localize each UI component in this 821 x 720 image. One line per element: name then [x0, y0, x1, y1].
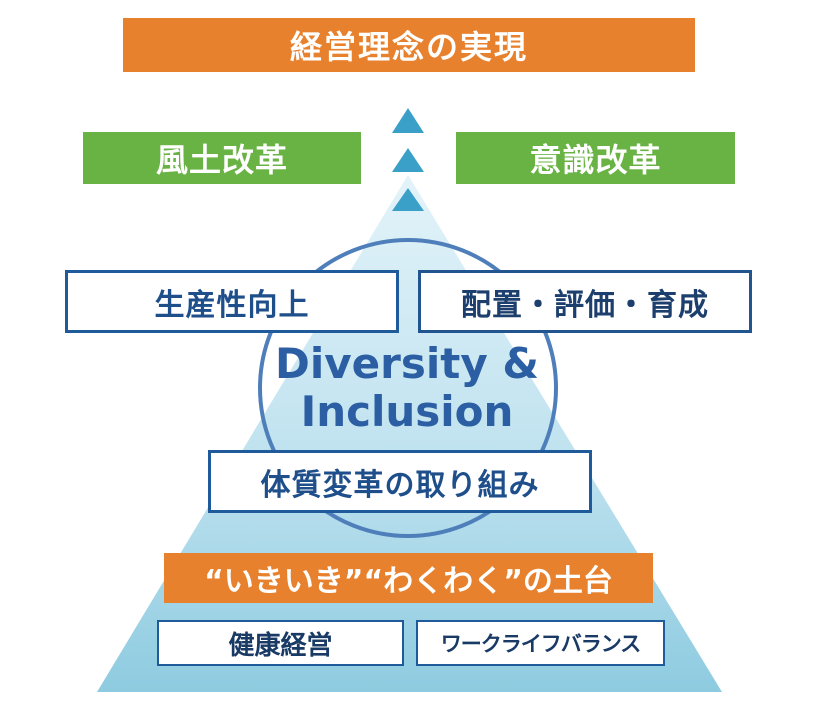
placement-evaluation-box: 配置・評価・育成 — [418, 270, 752, 333]
culture-reform-label: 風土改革 — [155, 141, 288, 179]
center-circle — [258, 238, 558, 538]
center-title-line1: Diversity & — [275, 339, 539, 388]
constitution-reform-box: 体質変革の取り組み — [208, 450, 592, 513]
mindset-reform-label: 意識改革 — [529, 141, 662, 179]
productivity-label: 生産性向上 — [154, 287, 310, 323]
up-arrow-icon — [392, 108, 424, 133]
culture-reform-banner: 風土改革 — [83, 132, 361, 184]
goal-label: 経営理念の実現 — [289, 28, 528, 66]
up-arrow-icon — [392, 188, 424, 211]
mindset-reform-banner: 意識改革 — [456, 132, 735, 184]
foundation-label: “いきいき”“わくわく”の土台 — [204, 564, 613, 599]
work-life-balance-label: ワークライフバランス — [440, 632, 642, 656]
productivity-box: 生産性向上 — [65, 270, 399, 333]
center-title-line2: Inclusion — [300, 387, 514, 436]
foundation-banner: “いきいき”“わくわく”の土台 — [164, 553, 653, 603]
health-management-label: 健康経営 — [228, 630, 333, 661]
health-management-box: 健康経営 — [157, 620, 404, 666]
placement-evaluation-label: 配置・評価・育成 — [461, 287, 709, 323]
goal-banner: 経営理念の実現 — [123, 18, 695, 72]
work-life-balance-box: ワークライフバランス — [416, 620, 665, 666]
up-arrow-icon — [392, 148, 424, 172]
constitution-reform-label: 体質変革の取り組み — [260, 467, 540, 503]
